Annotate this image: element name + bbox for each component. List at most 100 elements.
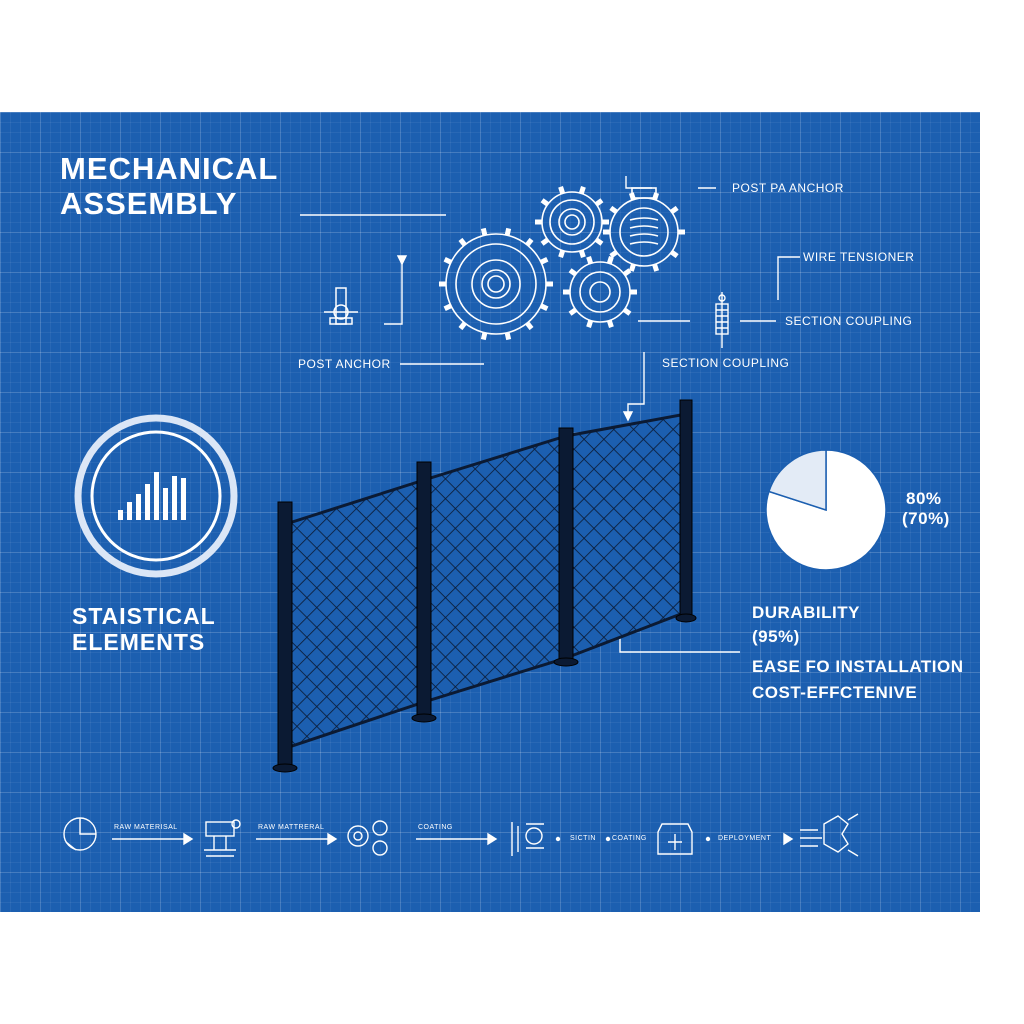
gear-tooth [586, 256, 594, 265]
ease-of-installation-label: EASE FO INSTALLATION [752, 657, 964, 676]
pie-label-primary: 80% [906, 489, 942, 508]
arrowhead-up [396, 255, 408, 266]
label-post-pa-anchor: POST PA ANCHOR [732, 181, 844, 195]
gear-tooth [558, 186, 566, 195]
fence-panel-2 [422, 433, 568, 705]
gear-tooth [558, 249, 566, 258]
fence-illustration [272, 399, 697, 773]
arrowhead-flow-1 [183, 832, 194, 846]
post-anchor-icon [324, 287, 358, 325]
label-section-coupling-center: SECTION COUPLING [662, 356, 790, 370]
gear-tooth [480, 227, 488, 236]
gear-tooth [628, 263, 636, 272]
page-title: MECHANICAL ASSEMBLY [60, 151, 279, 221]
gear-tooth [568, 307, 578, 316]
spring-gear-icon [609, 187, 679, 267]
stats-title: STAISTICAL ELEMENTS [72, 603, 216, 656]
leader-wire-tensioner [777, 256, 800, 300]
gear-tooth [594, 198, 604, 207]
gear-tooth [539, 303, 549, 311]
gear-tooth [622, 268, 632, 277]
fence-post-4-base [675, 613, 697, 623]
pie-chart [765, 449, 887, 571]
process-step-4-label: SICTIN [570, 835, 596, 842]
coating-container-icon [657, 823, 693, 855]
deployment-icon [800, 813, 859, 857]
gear-tooth [594, 237, 604, 246]
leader-section-coupling-center [627, 352, 645, 416]
stats-title-line-1: STAISTICAL [72, 603, 216, 629]
label-post-anchor-left: POST ANCHOR [298, 357, 391, 371]
section-icon [511, 822, 544, 856]
pie-slice-1 [765, 449, 887, 571]
gear-tooth [539, 257, 549, 265]
fence-post-2-base [411, 713, 437, 723]
durability-value: (95%) [752, 627, 800, 646]
gears-process-icon [347, 820, 388, 856]
process-step-5-label: COATING [612, 835, 647, 842]
process-step-2-label: RAW MATTRERAL [258, 824, 325, 831]
large-gear-icon [445, 233, 547, 335]
process-flow [63, 813, 859, 857]
gear-tooth [606, 319, 614, 328]
gear-tooth [609, 249, 618, 259]
gear-tooth [443, 257, 453, 265]
fence-post-2 [416, 461, 432, 719]
process-step-3-label: COATING [418, 824, 453, 831]
gear-tooth [525, 237, 534, 247]
gear-tooth [540, 198, 550, 207]
leader-durability [619, 632, 740, 653]
gear-tooth [568, 268, 578, 277]
gear-tooth [586, 319, 594, 328]
wire-tensioner-icon [715, 292, 729, 348]
process-step-6-label: DEPLOYMENT [718, 835, 772, 842]
small-gear-icon [569, 261, 631, 323]
gear-tooth [525, 321, 534, 331]
raw-material-icon [63, 817, 97, 851]
fence-post-1-base [272, 763, 298, 773]
gear-tooth [504, 332, 512, 341]
gear-tooth [652, 192, 660, 201]
dot-separator-3 [705, 836, 711, 842]
arrowhead-down [622, 411, 634, 422]
dot-separator-1 [555, 836, 561, 842]
gear-tooth [609, 205, 618, 215]
gear-tooth [443, 303, 453, 311]
gear-tooth [504, 227, 512, 236]
leader-post-pa-anchor [625, 176, 652, 189]
blueprint-board: MECHANICAL ASSEMBLY [0, 112, 980, 912]
leader-post-anchor-vertical [384, 262, 403, 325]
gear-tooth [480, 332, 488, 341]
gear-tooth [628, 192, 636, 201]
gear-tooth [458, 321, 467, 331]
gear-tooth [458, 237, 467, 247]
process-step-1-label: RAW MATERISAL [114, 824, 178, 831]
arrowhead-flow-2 [327, 832, 338, 846]
label-wire-tensioner: WIRE TENSIONER [803, 250, 915, 264]
arrowhead-flow-3 [487, 832, 498, 846]
press-machine-icon [204, 819, 241, 857]
fence-post-3 [558, 427, 574, 663]
fence-post-4 [679, 399, 693, 619]
fence-post-3-base [553, 657, 579, 667]
gear-tooth [578, 249, 586, 258]
cost-effective-label: COST-EFFCTENIVE [752, 683, 918, 702]
title-line-2: ASSEMBLY [60, 185, 238, 221]
fence-post-1 [277, 501, 293, 767]
title-line-1: MECHANICAL [60, 151, 279, 186]
gear-tooth [652, 263, 660, 272]
gear-tooth [622, 307, 632, 316]
durability-label: DURABILITY [752, 603, 860, 622]
stats-chart-icon [74, 414, 238, 578]
arrowhead-flow-4 [783, 832, 794, 846]
fence-panel-3 [564, 412, 688, 661]
dot-separator-2 [605, 836, 611, 842]
diagram-artwork [63, 176, 887, 857]
gear-tooth [670, 205, 679, 215]
gear-tooth [578, 186, 586, 195]
medium-gear-icon [541, 191, 603, 253]
gear-tooth [670, 249, 679, 259]
pie-label-secondary: (70%) [902, 509, 950, 528]
stats-title-line-2: ELEMENTS [72, 628, 206, 655]
label-section-coupling-right: SECTION COUPLING [785, 314, 913, 328]
